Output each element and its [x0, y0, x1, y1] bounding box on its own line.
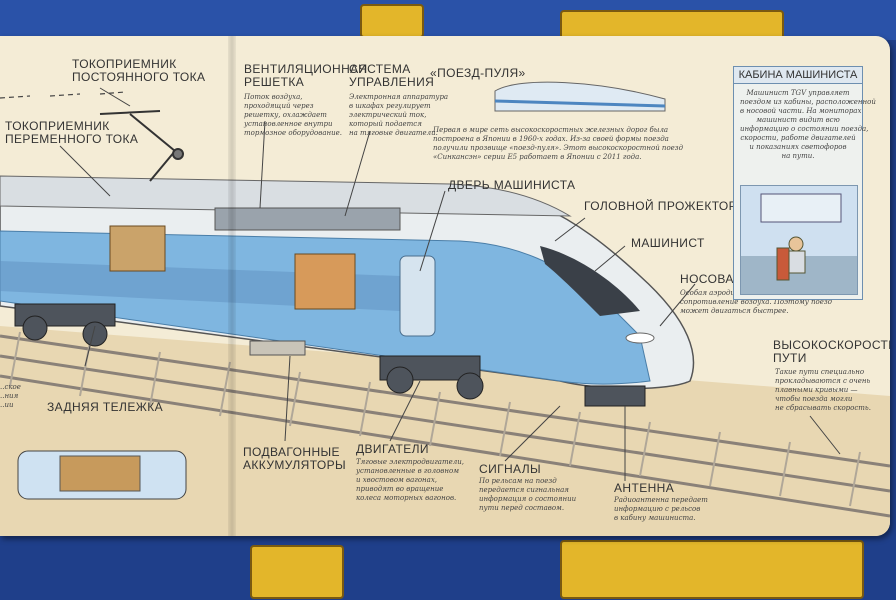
desc-left-partial: ..ское ..ния ..ии [0, 383, 21, 409]
desc-control-system: Электронная аппаратура в шкафах регулиру… [349, 93, 449, 137]
desc-bullet-train: Первая в мире сеть высокоскоростных желе… [433, 126, 684, 161]
cabin-windshield [760, 193, 842, 223]
driver-body [786, 250, 806, 274]
bullet-train-stripe [494, 99, 666, 108]
label-bullet-train: «ПОЕЗД-ПУЛЯ» [430, 66, 526, 80]
label-antenna: АНТЕННА [614, 481, 675, 495]
background-machine-top [360, 4, 424, 38]
thumbnail-cutaway [59, 455, 141, 492]
battery-box [249, 340, 306, 356]
driver-head [788, 236, 804, 252]
airflow-arrows [0, 91, 126, 99]
desc-antenna: Радиоантенна передает информацию с рельс… [614, 496, 708, 522]
driver-cabin-box: КАБИНА МАШИНИСТА Машинист TGV управляет … [733, 66, 876, 300]
pantograph [99, 110, 184, 182]
label-headlight: ГОЛОВНОЙ ПРОЖЕКТОР [584, 199, 738, 213]
rails [0, 334, 890, 518]
label-signals: СИГНАЛЫ [479, 462, 542, 476]
label-pantograph-dc: ТОКОПРИЕМНИК ПОСТОЯННОГО ТОКА [72, 57, 206, 84]
driver-seat [776, 247, 790, 281]
desc-engines: Тяговые электродвигатели, установленные … [356, 458, 464, 502]
cutaway-front [109, 225, 166, 272]
desc-vent-grille: Поток воздуха, проходящий через решетку,… [244, 93, 342, 137]
label-rear-bogie: ЗАДНЯЯ ТЕЛЕЖКА [47, 400, 163, 414]
driver-cabin-text: Машинист TGV управляет поездом из кабины… [740, 89, 876, 160]
book-gutter [228, 36, 236, 536]
driver-cabin-illustration [740, 185, 858, 295]
windshield [540, 246, 640, 316]
train-illustration [0, 81, 890, 536]
label-pantograph-ac: ТОКОПРИЕМНИК ПЕРЕМЕННОГО ТОКА [5, 119, 139, 146]
background-machine-bottom-right [560, 540, 864, 599]
background-machine-bottom [250, 545, 344, 599]
label-driver-door: ДВЕРЬ МАШИНИСТА [448, 178, 576, 192]
label-control-system: СИСТЕМА УПРАВЛЕНИЯ [349, 62, 435, 89]
book-page: ТОКОПРИЕМНИК ПОСТОЯННОГО ТОКА ТОКОПРИЕМН… [0, 36, 890, 536]
desc-highspeed-tracks: Такие пути специально прокладываются с о… [775, 368, 871, 412]
bogies [14, 303, 646, 407]
driver-cabin-title: КАБИНА МАШИНИСТА [734, 67, 862, 84]
vent-grille [214, 207, 401, 231]
train-roof [0, 175, 572, 217]
sleepers [9, 331, 861, 507]
cutaway-batteries [294, 253, 356, 310]
headlight [625, 332, 655, 344]
label-batteries: ПОДВАГОННЫЕ АККУМУЛЯТОРЫ [243, 445, 347, 472]
label-engines: ДВИГАТЕЛИ [356, 442, 429, 456]
driver-door [399, 255, 436, 337]
label-highspeed-tracks: ВЫСОКОСКОРОСТНЫЕ ПУТИ [773, 338, 890, 365]
pointer-lines [59, 87, 841, 481]
desc-signals: По рельсам на поезд передается сигнальна… [479, 477, 577, 512]
driver-cabin-drawing [741, 193, 857, 294]
label-vent-grille: ВЕНТИЛЯЦИОННАЯ РЕШЕТКА [244, 62, 368, 89]
label-driver: МАШИНИСТ [631, 236, 705, 250]
